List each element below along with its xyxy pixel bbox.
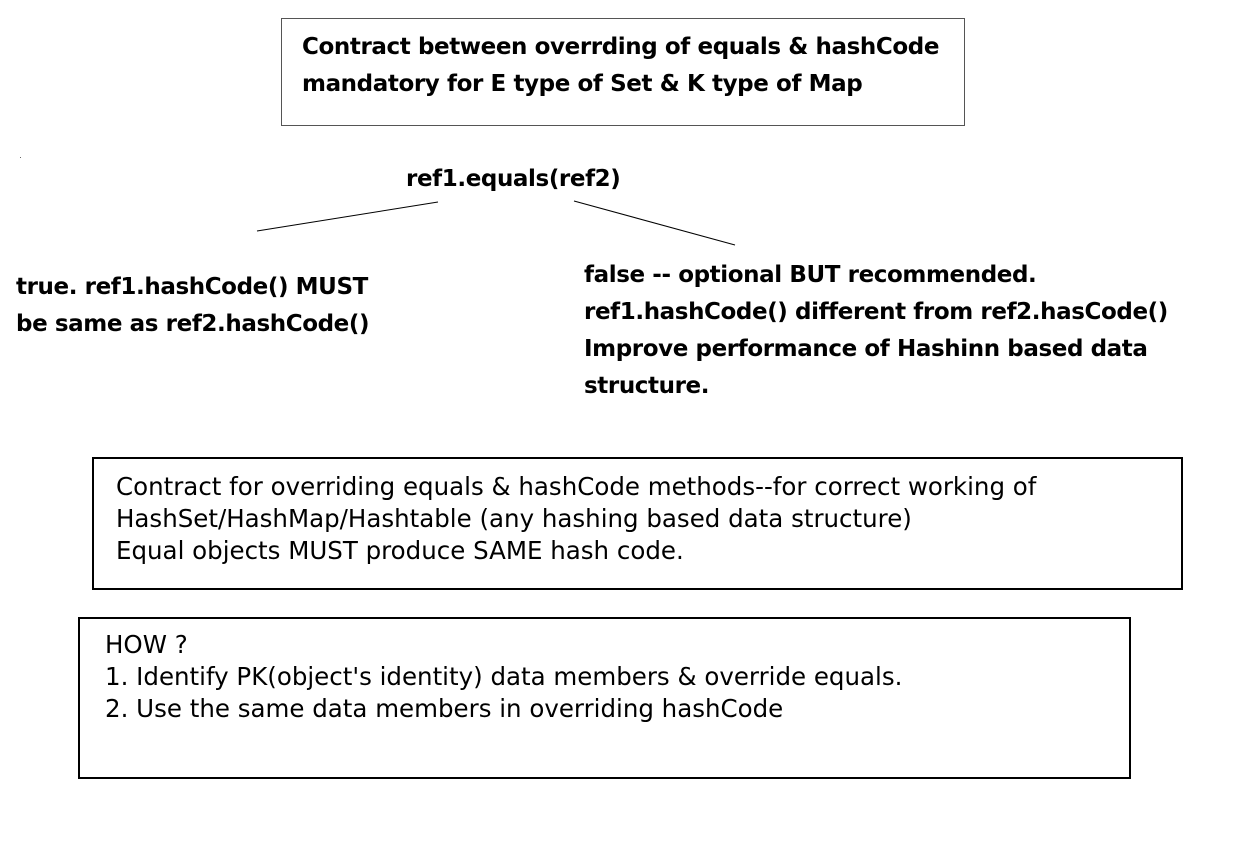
equals-node-label: ref1.equals(ref2) — [406, 166, 621, 192]
title-box: Contract between overrding of equals & h… — [281, 18, 965, 126]
contract-note-line: Equal objects MUST produce SAME hash cod… — [116, 536, 684, 565]
false-branch-line: structure. — [584, 373, 710, 399]
false-branch-line: ref1.hashCode() different from ref2.hasC… — [584, 299, 1168, 325]
contract-note-box: Contract for overriding equals & hashCod… — [92, 457, 1183, 590]
false-branch-line: Improve performance of Hashinn based dat… — [584, 336, 1148, 362]
title-line: Contract between overrding of equals & h… — [302, 34, 940, 60]
how-note-text: HOW ? 1. Identify PK(object's identity) … — [105, 629, 1129, 725]
how-note-step: 2. Use the same data members in overridi… — [105, 694, 784, 723]
true-branch-line: be same as ref2.hashCode() — [16, 311, 370, 337]
how-note-box: HOW ? 1. Identify PK(object's identity) … — [78, 617, 1131, 779]
stray-dot — [20, 157, 21, 158]
contract-note-line: HashSet/HashMap/Hashtable (any hashing b… — [116, 504, 912, 533]
how-note-step: 1. Identify PK(object's identity) data m… — [105, 662, 903, 691]
true-branch-text: true. ref1.hashCode() MUST be same as re… — [16, 269, 369, 343]
contract-note-text: Contract for overriding equals & hashCod… — [116, 471, 1181, 567]
false-branch-connector — [573, 200, 736, 246]
title-text: Contract between overrding of equals & h… — [302, 29, 964, 103]
title-line: mandatory for E type of Set & K type of … — [302, 71, 863, 97]
contract-note-line: Contract for overriding equals & hashCod… — [116, 472, 1037, 501]
true-branch-connector — [256, 201, 439, 232]
false-branch-line: false -- optional BUT recommended. — [584, 262, 1037, 288]
false-branch-text: false -- optional BUT recommended. ref1.… — [584, 257, 1168, 405]
true-branch-line: true. ref1.hashCode() MUST — [16, 274, 368, 300]
how-note-heading: HOW ? — [105, 630, 188, 659]
